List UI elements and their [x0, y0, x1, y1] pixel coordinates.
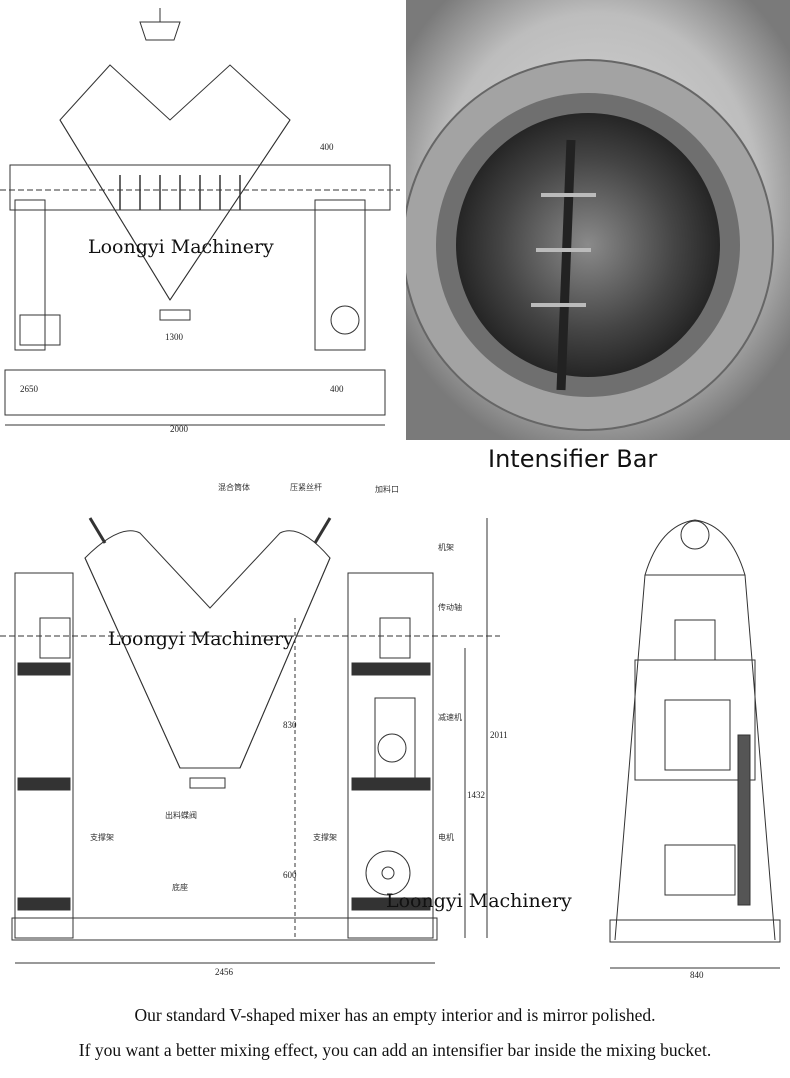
svg-text:830: 830: [283, 720, 297, 730]
svg-text:压紧丝杆: 压紧丝杆: [290, 482, 322, 492]
svg-text:支撑架: 支撑架: [90, 832, 114, 842]
v-mixer-front-view: 2456 2011 1432 830 600 混合筒体 压紧丝杆 加料口 机架 …: [0, 482, 508, 977]
svg-text:机架: 机架: [438, 542, 454, 552]
dim-width: 2456: [215, 967, 234, 977]
svg-text:600: 600: [283, 870, 297, 880]
svg-text:传动轴: 传动轴: [438, 602, 462, 612]
dim-total-height: 2011: [490, 730, 508, 740]
svg-text:1300: 1300: [165, 332, 184, 342]
caption-line-1: Our standard V-shaped mixer has an empty…: [134, 1005, 656, 1025]
svg-text:2000: 2000: [170, 424, 189, 434]
svg-text:加料口: 加料口: [375, 484, 399, 494]
svg-text:1432: 1432: [467, 790, 485, 800]
front-view-drawing: 2456 2011 1432 830 600 混合筒体 压紧丝杆 加料口 机架 …: [0, 478, 508, 988]
caption-line-2: If you want a better mixing effect, you …: [78, 1040, 712, 1060]
top-drawing: 2000 1300 400 400 2650 Loongyi Machinery: [0, 0, 400, 440]
svg-text:2650: 2650: [20, 384, 39, 394]
svg-text:400: 400: [320, 142, 334, 152]
svg-text:400: 400: [330, 384, 344, 394]
svg-text:出料蝶阀: 出料蝶阀: [165, 810, 197, 820]
svg-text:底座: 底座: [172, 882, 188, 892]
watermark: Loongyi Machinery: [386, 890, 572, 912]
svg-text:混合筒体: 混合筒体: [218, 482, 250, 492]
watermark: Loongyi Machinery: [88, 236, 274, 258]
watermark: Loongyi Machinery: [108, 628, 294, 650]
side-view-drawing: 840: [600, 500, 790, 980]
drum-interior-illustration: [406, 0, 790, 440]
svg-text:840: 840: [690, 970, 704, 980]
v-mixer-side-view: 840: [609, 519, 781, 980]
photo-caption: Intensifier Bar: [488, 445, 658, 473]
svg-text:电机: 电机: [438, 832, 454, 842]
svg-text:减速机: 减速机: [438, 712, 462, 722]
v-mixer-drawing-top: 2000 1300 400 400 2650: [0, 8, 400, 434]
intensifier-bar-photo: [406, 0, 790, 440]
svg-text:支撑架: 支撑架: [313, 832, 337, 842]
